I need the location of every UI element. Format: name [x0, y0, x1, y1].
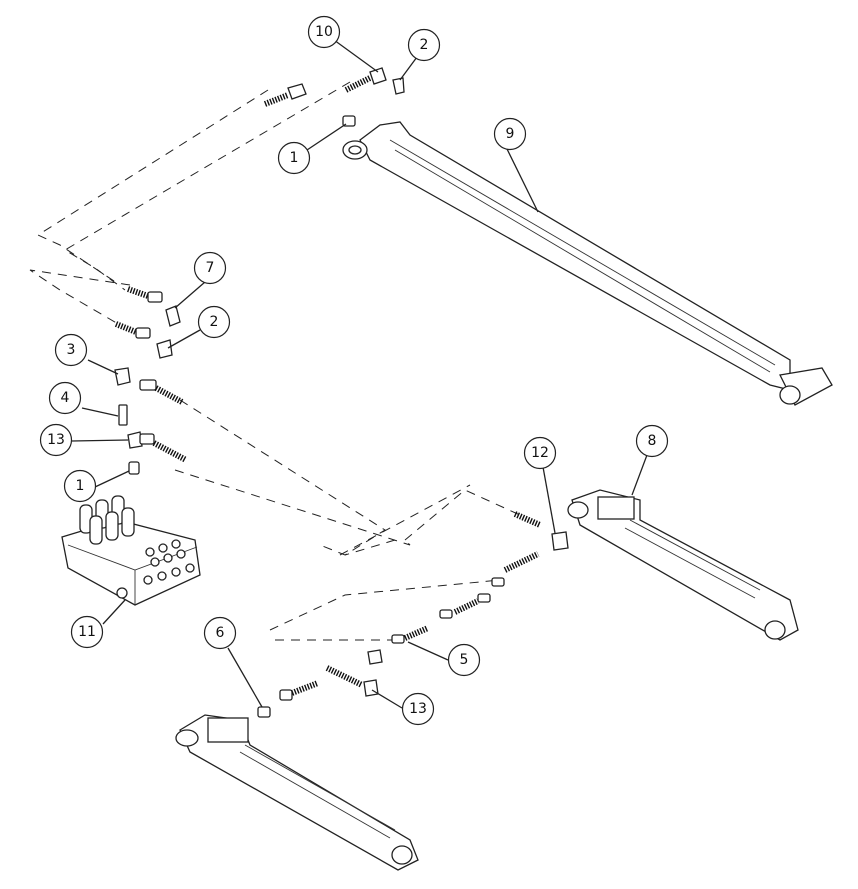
hose-5-upper	[491, 551, 540, 587]
callout-12: 12	[523, 436, 557, 470]
callout-9-label: 9	[506, 126, 515, 142]
callout-1-top-label: 1	[290, 150, 299, 166]
hose-3	[139, 379, 184, 405]
callout-1-top: 1	[277, 141, 311, 175]
callout-2-mid-label: 2	[210, 314, 219, 330]
hose-top-left	[263, 83, 307, 107]
hose-upper-mid	[127, 286, 163, 303]
cylinder-lower	[175, 714, 419, 871]
callout-9: 9	[493, 117, 527, 151]
elbow-fitting-near-5	[367, 649, 383, 665]
hose-6	[279, 680, 320, 701]
fitting-6	[257, 706, 271, 718]
plug-fitting-1-mid	[128, 461, 140, 475]
cylinder-8	[567, 489, 799, 641]
callout-13-bottom: 13	[401, 692, 435, 726]
callout-11: 11	[70, 615, 104, 649]
tee-fitting-12	[551, 531, 569, 551]
elbow-fitting-2-top	[392, 77, 405, 95]
callout-leaders	[71, 39, 648, 709]
callout-3: 3	[54, 333, 88, 367]
valve-block-11	[61, 495, 201, 606]
hose-10	[344, 67, 387, 93]
hose-12	[513, 511, 542, 528]
elbow-fitting-7	[165, 305, 181, 327]
callout-10-label: 10	[315, 24, 333, 40]
hose-5-lower	[391, 625, 430, 644]
callout-2-mid: 2	[197, 305, 231, 339]
hose-5-middle	[439, 593, 491, 619]
callout-7: 7	[193, 251, 227, 285]
callout-2-top: 2	[407, 28, 441, 62]
callout-4-label: 4	[61, 390, 70, 406]
elbow-fitting-2-mid	[156, 339, 173, 359]
callout-13-left: 13	[39, 423, 73, 457]
callout-7-label: 7	[206, 260, 215, 276]
callout-4: 4	[48, 381, 82, 415]
hose-13-lower	[325, 665, 379, 697]
callout-13-left-label: 13	[47, 432, 65, 448]
plug-fitting-1-top	[342, 115, 356, 127]
callout-1-mid: 1	[63, 469, 97, 503]
cylinder-9	[342, 121, 833, 406]
callout-10: 10	[307, 15, 341, 49]
callout-8: 8	[635, 424, 669, 458]
callout-6-label: 6	[216, 625, 225, 641]
callout-3-label: 3	[67, 342, 76, 358]
callout-13-bottom-label: 13	[409, 701, 427, 717]
callout-6: 6	[203, 616, 237, 650]
callout-8-label: 8	[648, 433, 657, 449]
callout-2-top-label: 2	[420, 37, 429, 53]
callout-5-label: 5	[460, 652, 469, 668]
elbow-fitting-13-left	[127, 431, 188, 463]
callout-1-mid-label: 1	[76, 478, 85, 494]
callout-5: 5	[447, 643, 481, 677]
callout-12-label: 12	[531, 445, 549, 461]
callout-11-label: 11	[78, 624, 96, 640]
hose-lower-mid	[114, 321, 151, 339]
elbow-fitting-3	[114, 367, 131, 386]
fitting-4	[118, 404, 128, 426]
hose-routing-lines	[29, 81, 521, 641]
